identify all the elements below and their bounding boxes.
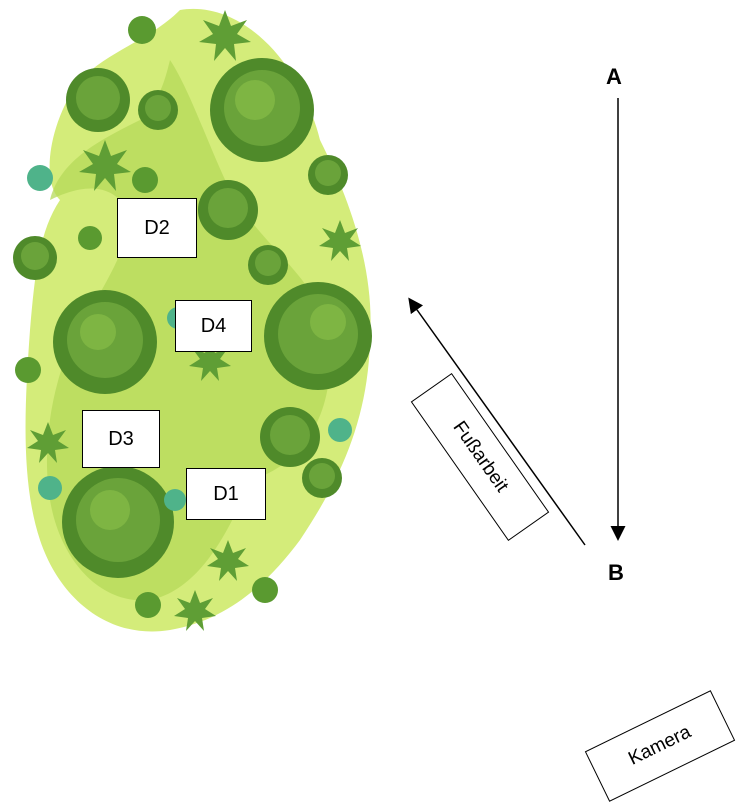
tree-medium-set — [13, 68, 348, 498]
point-b: B — [608, 560, 624, 585]
label-d3: D3 — [82, 410, 160, 468]
tree-large-right — [264, 282, 372, 390]
label-d2: D2 — [117, 198, 197, 258]
label-d1: D1 — [186, 468, 266, 520]
arrow-footwork — [408, 297, 586, 546]
tree-large-bottom — [62, 466, 174, 578]
label-d4: D4 — [175, 300, 252, 352]
point-a: A — [606, 64, 622, 89]
tree-large-top — [210, 58, 314, 162]
tree-large-left — [53, 290, 157, 394]
star-plant-set — [27, 10, 361, 631]
